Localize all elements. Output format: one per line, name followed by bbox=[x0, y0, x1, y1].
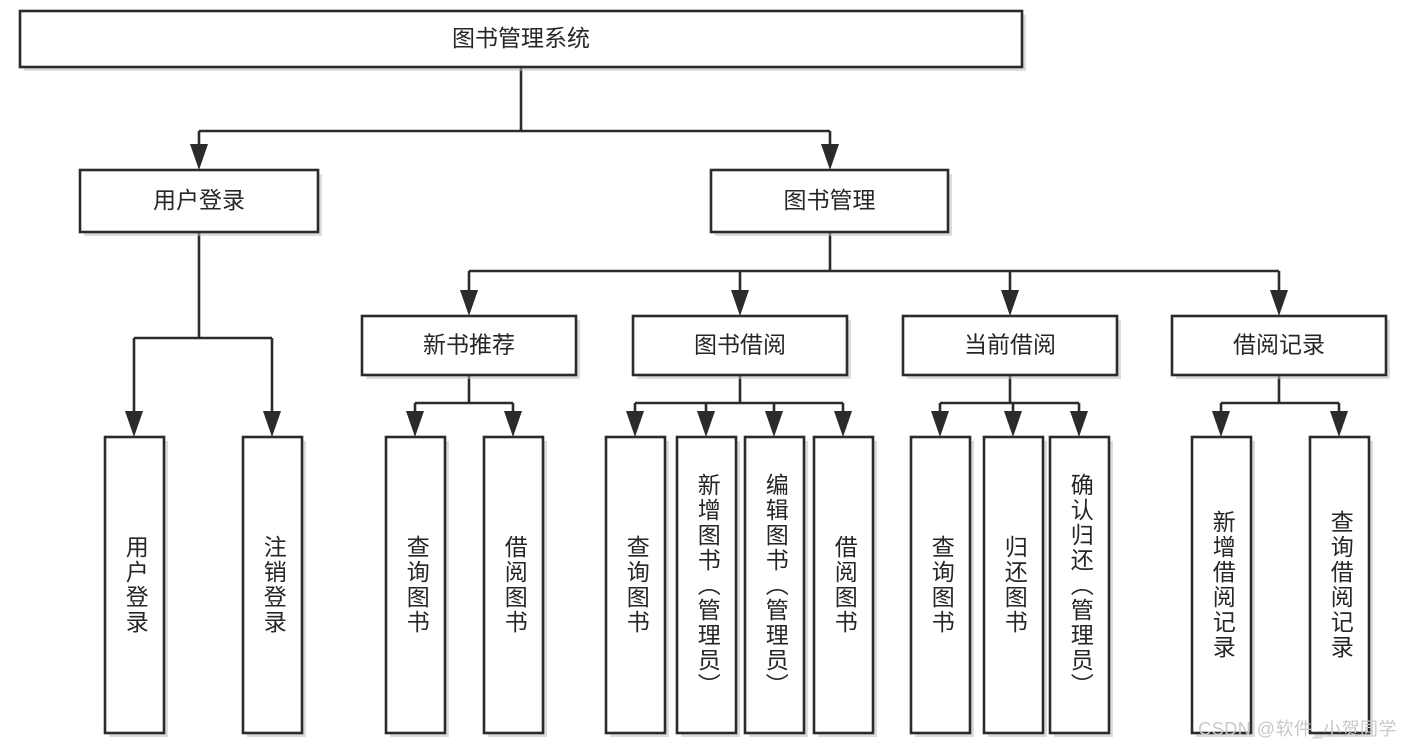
node-label-user-login: 用户登录 bbox=[153, 187, 245, 213]
node-box-book-borrow[interactable] bbox=[631, 314, 849, 377]
node-box-leaf-add-book[interactable] bbox=[675, 435, 738, 735]
arrow-head-icon bbox=[460, 290, 478, 316]
node-label-book-manage: 图书管理 bbox=[784, 187, 876, 213]
arrow-head-icon bbox=[1212, 411, 1230, 437]
arrow-head-icon bbox=[1004, 411, 1022, 437]
arrow-head-icon bbox=[406, 411, 424, 437]
arrow-head-icon bbox=[834, 411, 852, 437]
node-box-new-book-rec[interactable] bbox=[360, 314, 578, 377]
node-label-new-book-rec: 新书推荐 bbox=[423, 332, 515, 358]
arrow-head-icon bbox=[931, 411, 949, 437]
node-box-layer bbox=[18, 9, 1390, 737]
node-box-user-login[interactable] bbox=[78, 168, 320, 234]
node-box-leaf-query-book-1[interactable] bbox=[384, 435, 447, 735]
node-box-leaf-query-book-2[interactable] bbox=[604, 435, 667, 735]
node-box-leaf-return-book[interactable] bbox=[982, 435, 1045, 735]
arrow-head-icon bbox=[1001, 290, 1019, 316]
node-box-borrow-record[interactable] bbox=[1170, 314, 1388, 377]
node-box-leaf-logout[interactable] bbox=[241, 435, 304, 735]
arrow-head-icon bbox=[697, 411, 715, 437]
node-box-current-borrow[interactable] bbox=[901, 314, 1119, 377]
node-box-leaf-query-record[interactable] bbox=[1308, 435, 1371, 735]
node-label-current-borrow: 当前借阅 bbox=[964, 332, 1056, 358]
arrow-head-icon bbox=[731, 290, 749, 316]
node-label-borrow-record: 借阅记录 bbox=[1233, 332, 1325, 358]
node-box-leaf-add-record[interactable] bbox=[1190, 435, 1253, 735]
arrow-head-icon bbox=[626, 411, 644, 437]
node-box-leaf-edit-book[interactable] bbox=[743, 435, 806, 735]
arrow-head-icon bbox=[1070, 411, 1088, 437]
arrow-head-icon bbox=[190, 144, 208, 170]
arrow-head-icon bbox=[765, 411, 783, 437]
arrow-head-icon bbox=[821, 144, 839, 170]
connector-layer bbox=[125, 67, 1348, 437]
csdn-watermark: CSDN @软件_小贺同学 bbox=[1198, 719, 1397, 739]
node-box-leaf-user-login[interactable] bbox=[103, 435, 166, 735]
node-box-book-manage[interactable] bbox=[709, 168, 950, 234]
node-label-root: 图书管理系统 bbox=[452, 25, 590, 51]
node-label-book-borrow: 图书借阅 bbox=[694, 332, 786, 358]
node-box-leaf-query-book-3[interactable] bbox=[909, 435, 972, 735]
arrow-head-icon bbox=[1270, 290, 1288, 316]
node-box-leaf-confirm-return[interactable] bbox=[1048, 435, 1111, 735]
arrow-head-icon bbox=[504, 411, 522, 437]
node-box-leaf-borrow-book-2[interactable] bbox=[812, 435, 875, 735]
node-box-root[interactable] bbox=[18, 9, 1024, 69]
arrow-head-icon bbox=[125, 411, 143, 437]
arrow-head-icon bbox=[1330, 411, 1348, 437]
node-box-leaf-borrow-book-1[interactable] bbox=[482, 435, 545, 735]
arrow-head-icon bbox=[263, 411, 281, 437]
